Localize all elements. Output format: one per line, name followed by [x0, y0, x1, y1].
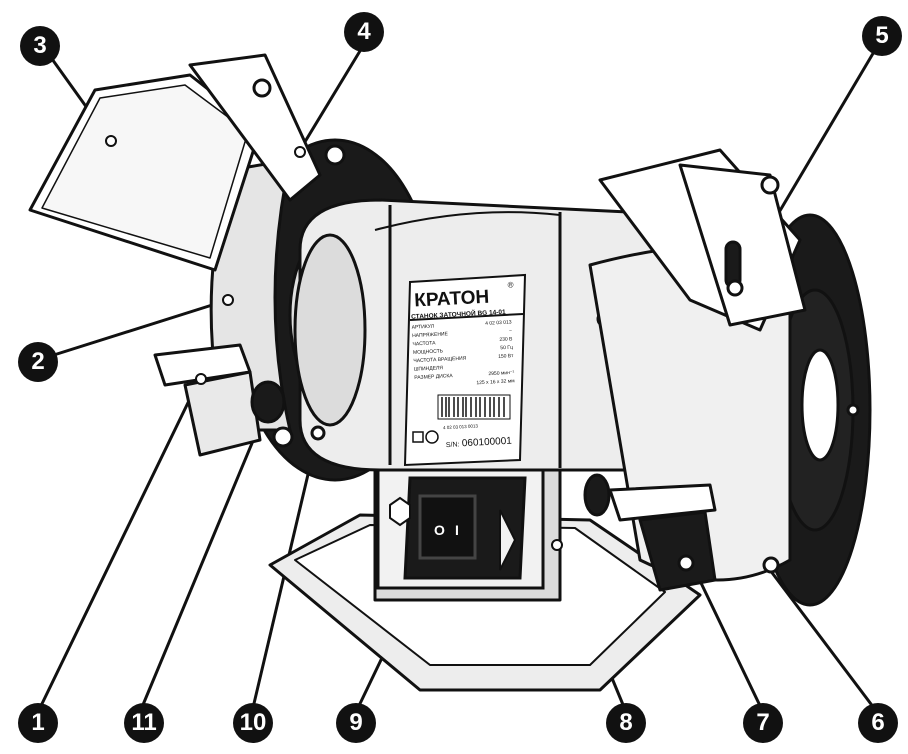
left-deflector-point: [294, 146, 306, 158]
callout-10: 10: [233, 703, 273, 743]
spec-row-name: РАЗМЕР ДИСКА: [414, 373, 453, 381]
callout-2: 2: [18, 342, 58, 382]
spec-row-value: ~: [509, 328, 512, 334]
callout-4: 4: [344, 12, 384, 52]
callout-7: 7: [743, 703, 783, 743]
spec-row-name: ЧАСТОТА: [412, 340, 436, 347]
spec-row-name: ШПИНДЕЛЯ: [414, 365, 444, 373]
spec-row-name: ЧАСТОТА ВРАЩЕНИЯ: [413, 356, 466, 365]
brand-name: КРАТОН: [414, 287, 490, 312]
left-tool-rest: [153, 343, 262, 457]
left-shield-point: [105, 135, 117, 147]
spec-row-value: 50 Гц: [500, 345, 513, 352]
callout-9: 9: [336, 703, 376, 743]
left-eye-shield: [28, 73, 262, 272]
left-spark-deflector: [188, 53, 346, 202]
left-guard-bolt: [310, 425, 326, 441]
spec-row-name: АРТИКУЛ: [412, 324, 435, 331]
left-wheel-point: [222, 294, 234, 306]
serial-prefix: S/N:: [446, 441, 460, 449]
guard-bolt: [762, 556, 780, 574]
barcode: [441, 397, 505, 417]
right-spark-deflector: [678, 163, 807, 327]
base-point: [551, 539, 563, 551]
callout-5: 5: [862, 16, 902, 56]
left-rest-knob: [250, 380, 294, 448]
right-tool-rest: [583, 473, 717, 592]
serial-number: 060100001: [462, 436, 513, 450]
spec-row-value: 150 Вт: [498, 353, 514, 360]
leader-line-6: [768, 569, 879, 713]
callout-1: 1: [18, 703, 58, 743]
spec-row-value: 125 x 16 x 32 мм: [476, 378, 515, 386]
spec-row-value: 4 02 03 013: [485, 319, 512, 326]
spec-row-name: НАПРЯЖЕНИЕ: [412, 331, 449, 339]
left-rest-point: [195, 373, 207, 385]
leader-line-11: [138, 399, 272, 713]
spec-row-name: МОЩНОСТЬ: [413, 348, 444, 356]
brand-registered-mark: ®: [507, 280, 513, 289]
callout-11: 11: [124, 703, 164, 743]
switch-panel: [376, 466, 545, 590]
leader-line-7: [688, 559, 765, 713]
spec-row-value: 230 В: [499, 336, 513, 343]
leader-line-1: [36, 377, 202, 713]
switch-off-mark: O: [434, 522, 445, 538]
switch-on-mark: I: [455, 522, 459, 538]
callout-6: 6: [858, 703, 898, 743]
barcode-digits: 4 02 03 013 0013: [443, 423, 479, 430]
leader-line-2: [37, 298, 229, 362]
spec-row-value: 2950 мин⁻¹: [488, 370, 514, 377]
leader-line-4: [298, 45, 365, 151]
callout-8: 8: [606, 703, 646, 743]
callout-3: 3: [20, 26, 60, 66]
spec-label: [403, 273, 527, 467]
